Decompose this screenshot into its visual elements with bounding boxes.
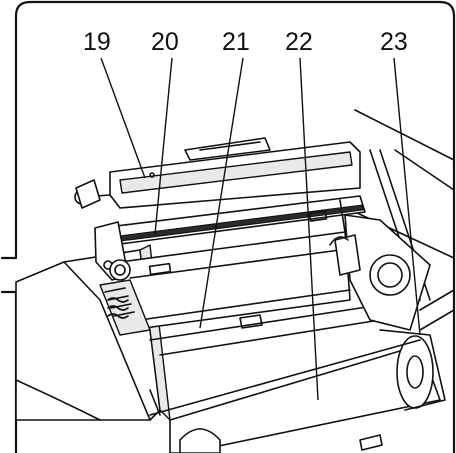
callout-22: 22 — [285, 28, 313, 56]
gear-housing-23 — [329, 214, 431, 331]
callout-21: 21 — [222, 28, 250, 56]
printer-right-frame — [339, 109, 455, 331]
leader-21 — [199, 57, 244, 329]
paper-tray-21 — [99, 210, 381, 356]
callout-19: 19 — [83, 28, 111, 56]
leader-22 — [299, 57, 319, 401]
left-gear-spring — [107, 259, 131, 319]
cover-assembly-19 — [74, 137, 361, 209]
leader-23 — [393, 57, 421, 336]
leader-20 — [154, 57, 173, 235]
callout-23: 23 — [380, 28, 408, 56]
leader-19 — [100, 57, 146, 179]
paper-roll-22 — [149, 329, 446, 453]
callout-20: 20 — [151, 28, 179, 56]
